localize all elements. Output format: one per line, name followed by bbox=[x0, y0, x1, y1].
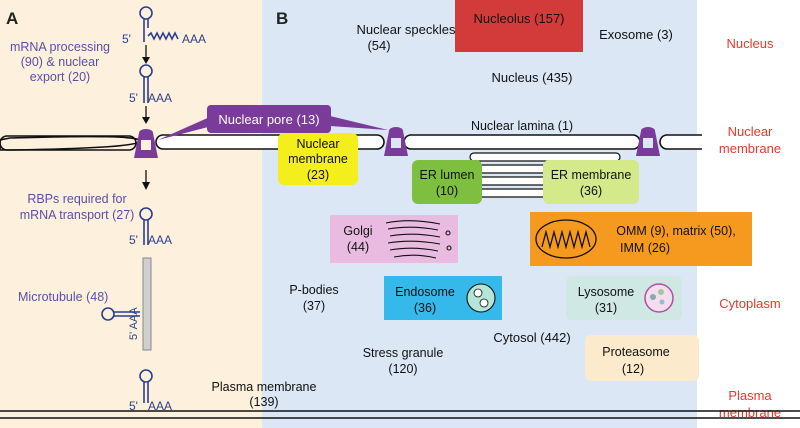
nuclear-speckles-label-line1: Nuclear speckles bbox=[357, 22, 456, 37]
p-bodies-label-line1: P-bodies bbox=[289, 283, 338, 297]
nuclear-pore bbox=[636, 127, 660, 156]
er-membrane-box bbox=[543, 160, 639, 204]
er-lumen-label-line2: (10) bbox=[436, 184, 458, 198]
er-membrane-label-line1: ER membrane bbox=[551, 168, 632, 182]
mrna-processing-label-line1: mRNA processing bbox=[10, 40, 110, 54]
endosome-label-line1: Endosome bbox=[395, 285, 455, 299]
mitochondrion-icon bbox=[535, 219, 597, 259]
nuclear-pore-label: Nuclear pore (13) bbox=[218, 112, 319, 127]
golgi-icon bbox=[385, 220, 452, 259]
poly-a-label: AAA bbox=[148, 399, 172, 413]
panel-a-background bbox=[0, 0, 262, 428]
nucleolus-box bbox=[455, 0, 583, 52]
compartment-label-bg bbox=[702, 290, 800, 316]
plasma-membrane-label-line2: (139) bbox=[249, 395, 278, 409]
mrna-processing-label-line2: (90) & nuclear bbox=[21, 55, 100, 69]
cytosol-label: Cytosol (442) bbox=[493, 330, 570, 345]
rbps-label-line2: mRNA transport (27) bbox=[20, 208, 135, 222]
stress-granule-label-line1: Stress granule bbox=[363, 346, 444, 360]
mito-label-line2: IMM (26) bbox=[620, 241, 670, 255]
nuclear-speckles-label-line2: (54) bbox=[367, 38, 390, 53]
lysosome-label-line2: (31) bbox=[595, 301, 617, 315]
nuclear-membrane-box bbox=[278, 133, 358, 185]
compartment-label-plasma-membrane-line1: Plasma bbox=[728, 388, 772, 403]
stress-granule-label-line2: (120) bbox=[388, 362, 417, 376]
panel-b-letter: B bbox=[276, 9, 288, 28]
arrow-3-head bbox=[142, 182, 150, 190]
proteasome-label-line2: (12) bbox=[622, 362, 644, 376]
five-prime-label: 5' bbox=[122, 32, 131, 46]
mrna-hairpin-2 bbox=[139, 64, 153, 103]
nucleolus-label: Nucleolus (157) bbox=[473, 11, 564, 26]
compartment-label-nuclear-membrane-line2: membrane bbox=[719, 141, 781, 156]
endosome-icon bbox=[466, 283, 496, 313]
rbps-label-line1: RBPs required for bbox=[27, 192, 126, 206]
arrow-1-head bbox=[142, 57, 150, 64]
nuclear-pore-callout-pointer bbox=[158, 116, 212, 140]
exosome-label: Exosome (3) bbox=[599, 27, 673, 42]
er-lumen-label-line1: ER lumen bbox=[420, 168, 475, 182]
mrna-hairpin-1 bbox=[139, 6, 179, 42]
poly-a-label: AAA bbox=[182, 32, 206, 46]
five-prime-label: 5' bbox=[129, 91, 138, 105]
mrna-hairpin-microtubule bbox=[101, 307, 140, 321]
compartment-label-nucleus: Nucleus bbox=[727, 36, 774, 51]
poly-a-label: AAA bbox=[148, 91, 172, 105]
compartment-label-cytoplasm: Cytoplasm bbox=[719, 296, 780, 311]
nucleus-count-label: Nucleus (435) bbox=[492, 70, 573, 85]
five-prime-label: 5' bbox=[129, 399, 138, 413]
endosome-label-line2: (36) bbox=[414, 301, 436, 315]
compartment-label-plasma-membrane-line2: membrane bbox=[719, 405, 781, 420]
panel-a-letter: A bbox=[6, 9, 18, 28]
plasma-membrane-label-line1: Plasma membrane bbox=[212, 380, 317, 394]
golgi-label-line2: (44) bbox=[347, 240, 369, 254]
five-prime-label: 5' bbox=[129, 233, 138, 247]
poly-a-label: AAA bbox=[148, 233, 172, 247]
proteasome-box bbox=[585, 335, 699, 381]
lysosome-icon bbox=[644, 283, 674, 313]
microtubule-label: Microtubule (48) bbox=[18, 290, 108, 304]
mrna-hairpin-4 bbox=[139, 369, 153, 403]
microtubule-mrna-caption: 5' AAA bbox=[128, 307, 140, 340]
mrna-hairpin-3 bbox=[139, 207, 153, 245]
compartment-label-bg bbox=[702, 120, 800, 162]
nuclear-membrane-label-line1: Nuclear bbox=[296, 137, 339, 151]
mrna-processing-label-line3: export (20) bbox=[30, 70, 90, 84]
compartment-label-bg bbox=[702, 384, 800, 428]
nuclear-pore bbox=[134, 129, 158, 158]
arrow-2-head bbox=[142, 117, 150, 124]
nuclear-lamina-label: Nuclear lamina (1) bbox=[471, 119, 573, 133]
p-bodies-label-line2: (37) bbox=[303, 299, 325, 313]
nuclear-pore bbox=[384, 127, 408, 156]
microtubule-rod bbox=[142, 257, 152, 351]
mito-label-line1: OMM (9), matrix (50), bbox=[616, 224, 735, 238]
proteasome-label-line1: Proteasome bbox=[602, 345, 669, 359]
er-membrane-label-line2: (36) bbox=[580, 184, 602, 198]
nuclear-pore-callout-pointer bbox=[330, 116, 388, 130]
golgi-label-line1: Golgi bbox=[343, 224, 372, 238]
lysosome-label-line1: Lysosome bbox=[578, 285, 635, 299]
compartment-label-bg bbox=[702, 30, 800, 56]
er-lumen-box bbox=[412, 160, 482, 204]
nuclear-membrane-label-line2: membrane bbox=[288, 152, 348, 166]
compartment-label-nuclear-membrane-line1: Nuclear bbox=[728, 124, 773, 139]
mito-box bbox=[530, 212, 752, 266]
nuclear-membrane-label-line3: (23) bbox=[307, 168, 329, 182]
nuclear-pore-callout bbox=[207, 105, 331, 133]
